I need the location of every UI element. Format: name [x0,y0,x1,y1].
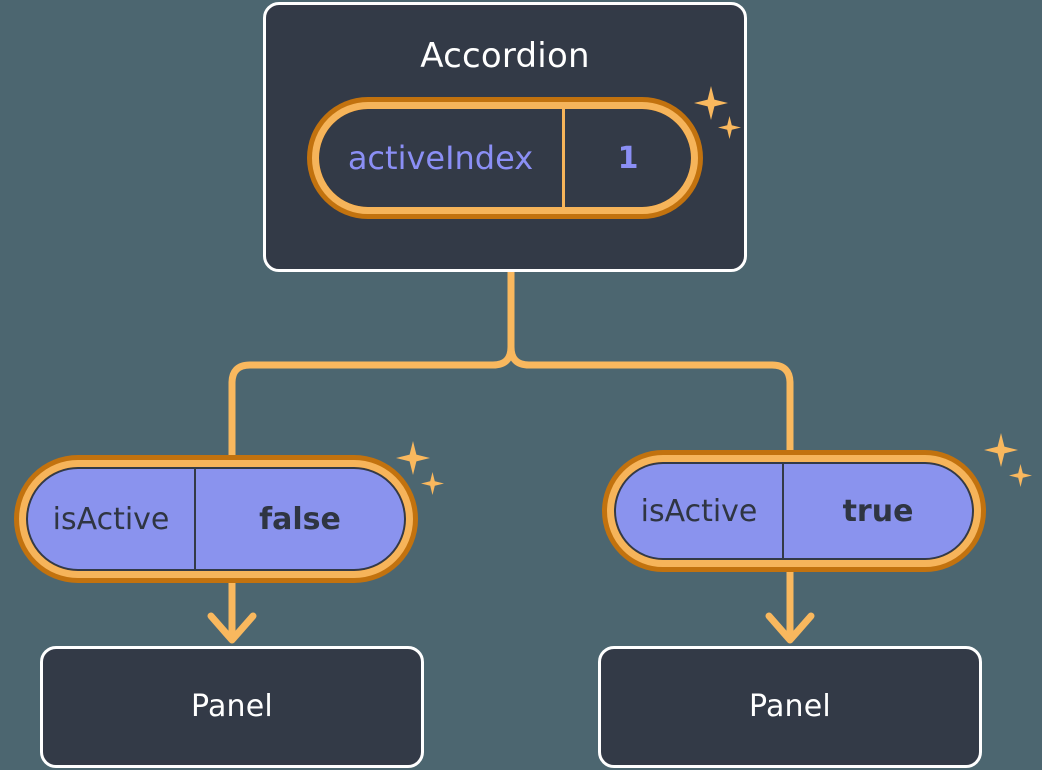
component-card-panel-right[interactable]: Panel [598,646,982,768]
state-value: 1 [617,140,639,176]
state-pill-is-active-left[interactable]: isActive false [14,455,418,583]
page-title: Accordion [420,36,590,76]
sparkle-icon [421,472,444,495]
state-pill-ring: isActive false [19,460,413,578]
state-pill-body: isActive false [26,467,406,571]
sparkle-icon [396,441,430,475]
state-pill-ring: isActive true [607,455,981,567]
arrow-left-head [207,612,257,644]
state-key: isActive [28,469,196,569]
sparkle-icon [984,433,1018,467]
connector-trunk-fork [228,268,515,462]
state-value: true [842,493,914,529]
arrow-right-head [765,612,815,644]
component-label: Panel [749,689,831,724]
sparkle-icon [1009,464,1032,487]
state-key: isActive [616,464,784,558]
sparkle-group-right [984,433,1042,503]
connector-fork-right [507,343,794,457]
state-pill-is-active-right[interactable]: isActive true [602,450,986,572]
component-card-panel-left[interactable]: Panel [40,646,424,768]
state-pill-ring: activeIndex 1 [312,102,698,214]
component-label: Panel [191,689,273,724]
state-value: false [259,501,341,537]
state-pill-active-index[interactable]: activeIndex 1 [307,97,703,219]
state-pill-body: isActive true [614,462,974,560]
state-pill-body: activeIndex 1 [319,109,691,207]
state-key: activeIndex [319,109,565,207]
